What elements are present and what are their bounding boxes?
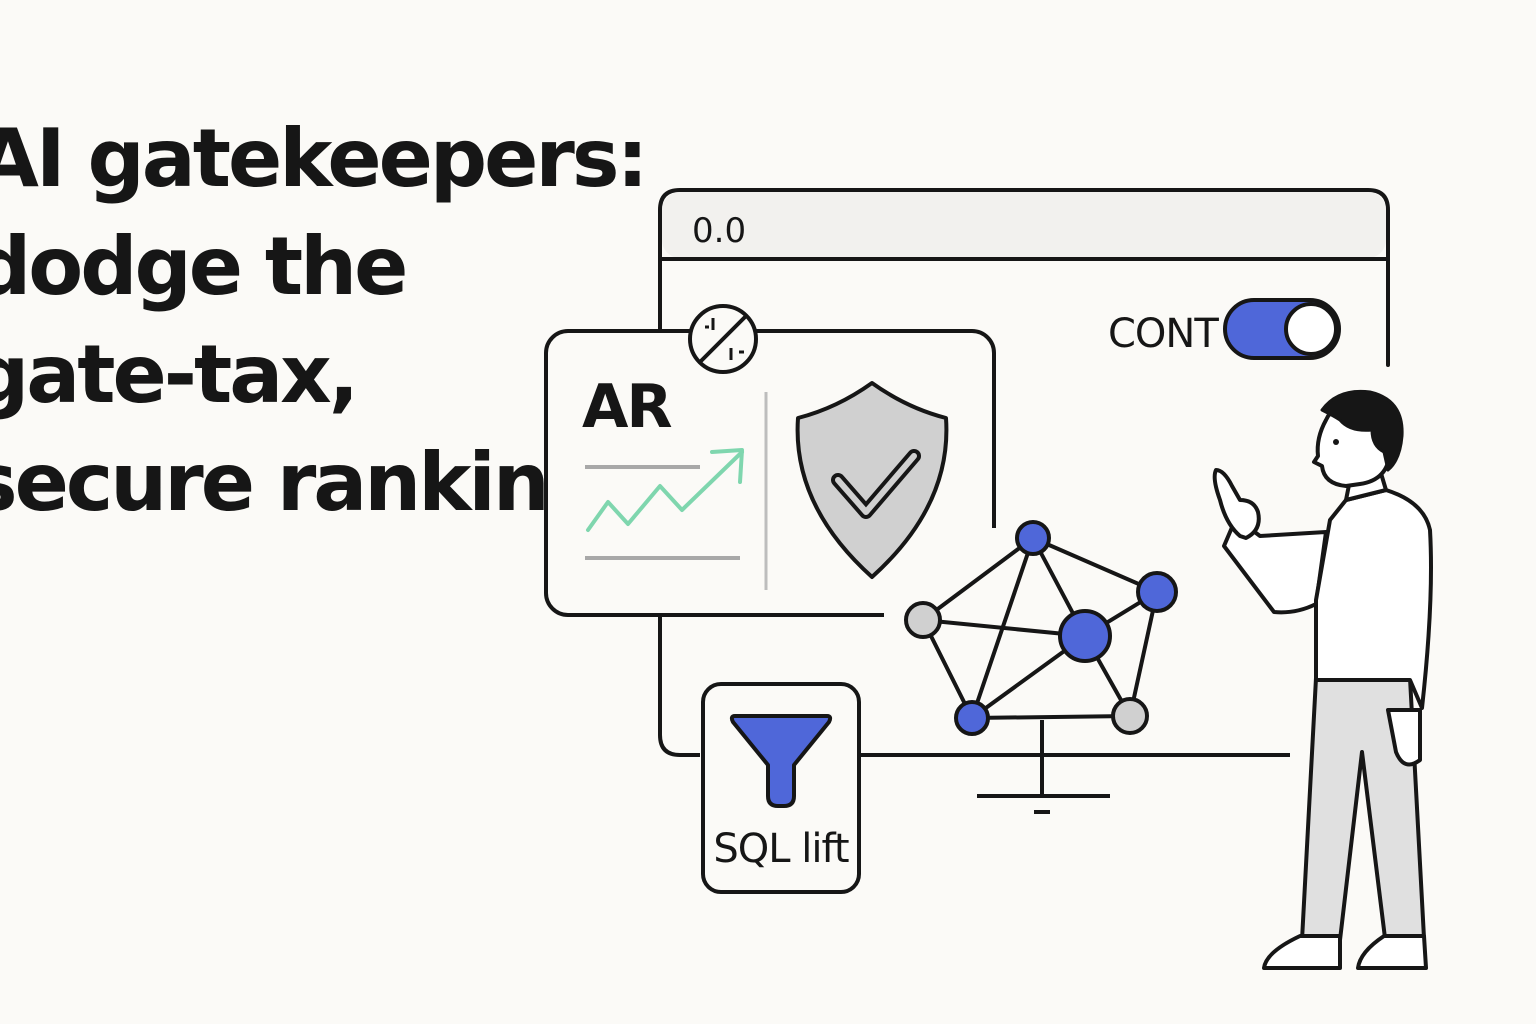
headline-line-2: dodge the: [0, 220, 408, 313]
headline: AI gatekeepers: dodge the gate-tax, secu…: [0, 105, 649, 537]
funnel-label: SQL lift: [713, 826, 848, 872]
network-graph-icon: [904, 520, 1178, 814]
person-figure: [1212, 389, 1433, 970]
address-text: 0.0: [692, 211, 746, 251]
shield-check-icon: [795, 381, 949, 579]
toggle-label: CONT: [1108, 311, 1219, 357]
headline-line-4: secure rankings: [0, 436, 649, 529]
card-label: AR: [582, 372, 671, 442]
headline-line-1: AI gatekeepers:: [0, 112, 648, 205]
cont-toggle[interactable]: [1223, 298, 1341, 360]
no-tax-badge-icon: [688, 304, 758, 374]
funnel-icon: [729, 714, 833, 808]
headline-line-3: gate-tax,: [0, 328, 359, 421]
browser-window: [658, 188, 1390, 757]
trend-up-icon: [585, 448, 744, 560]
